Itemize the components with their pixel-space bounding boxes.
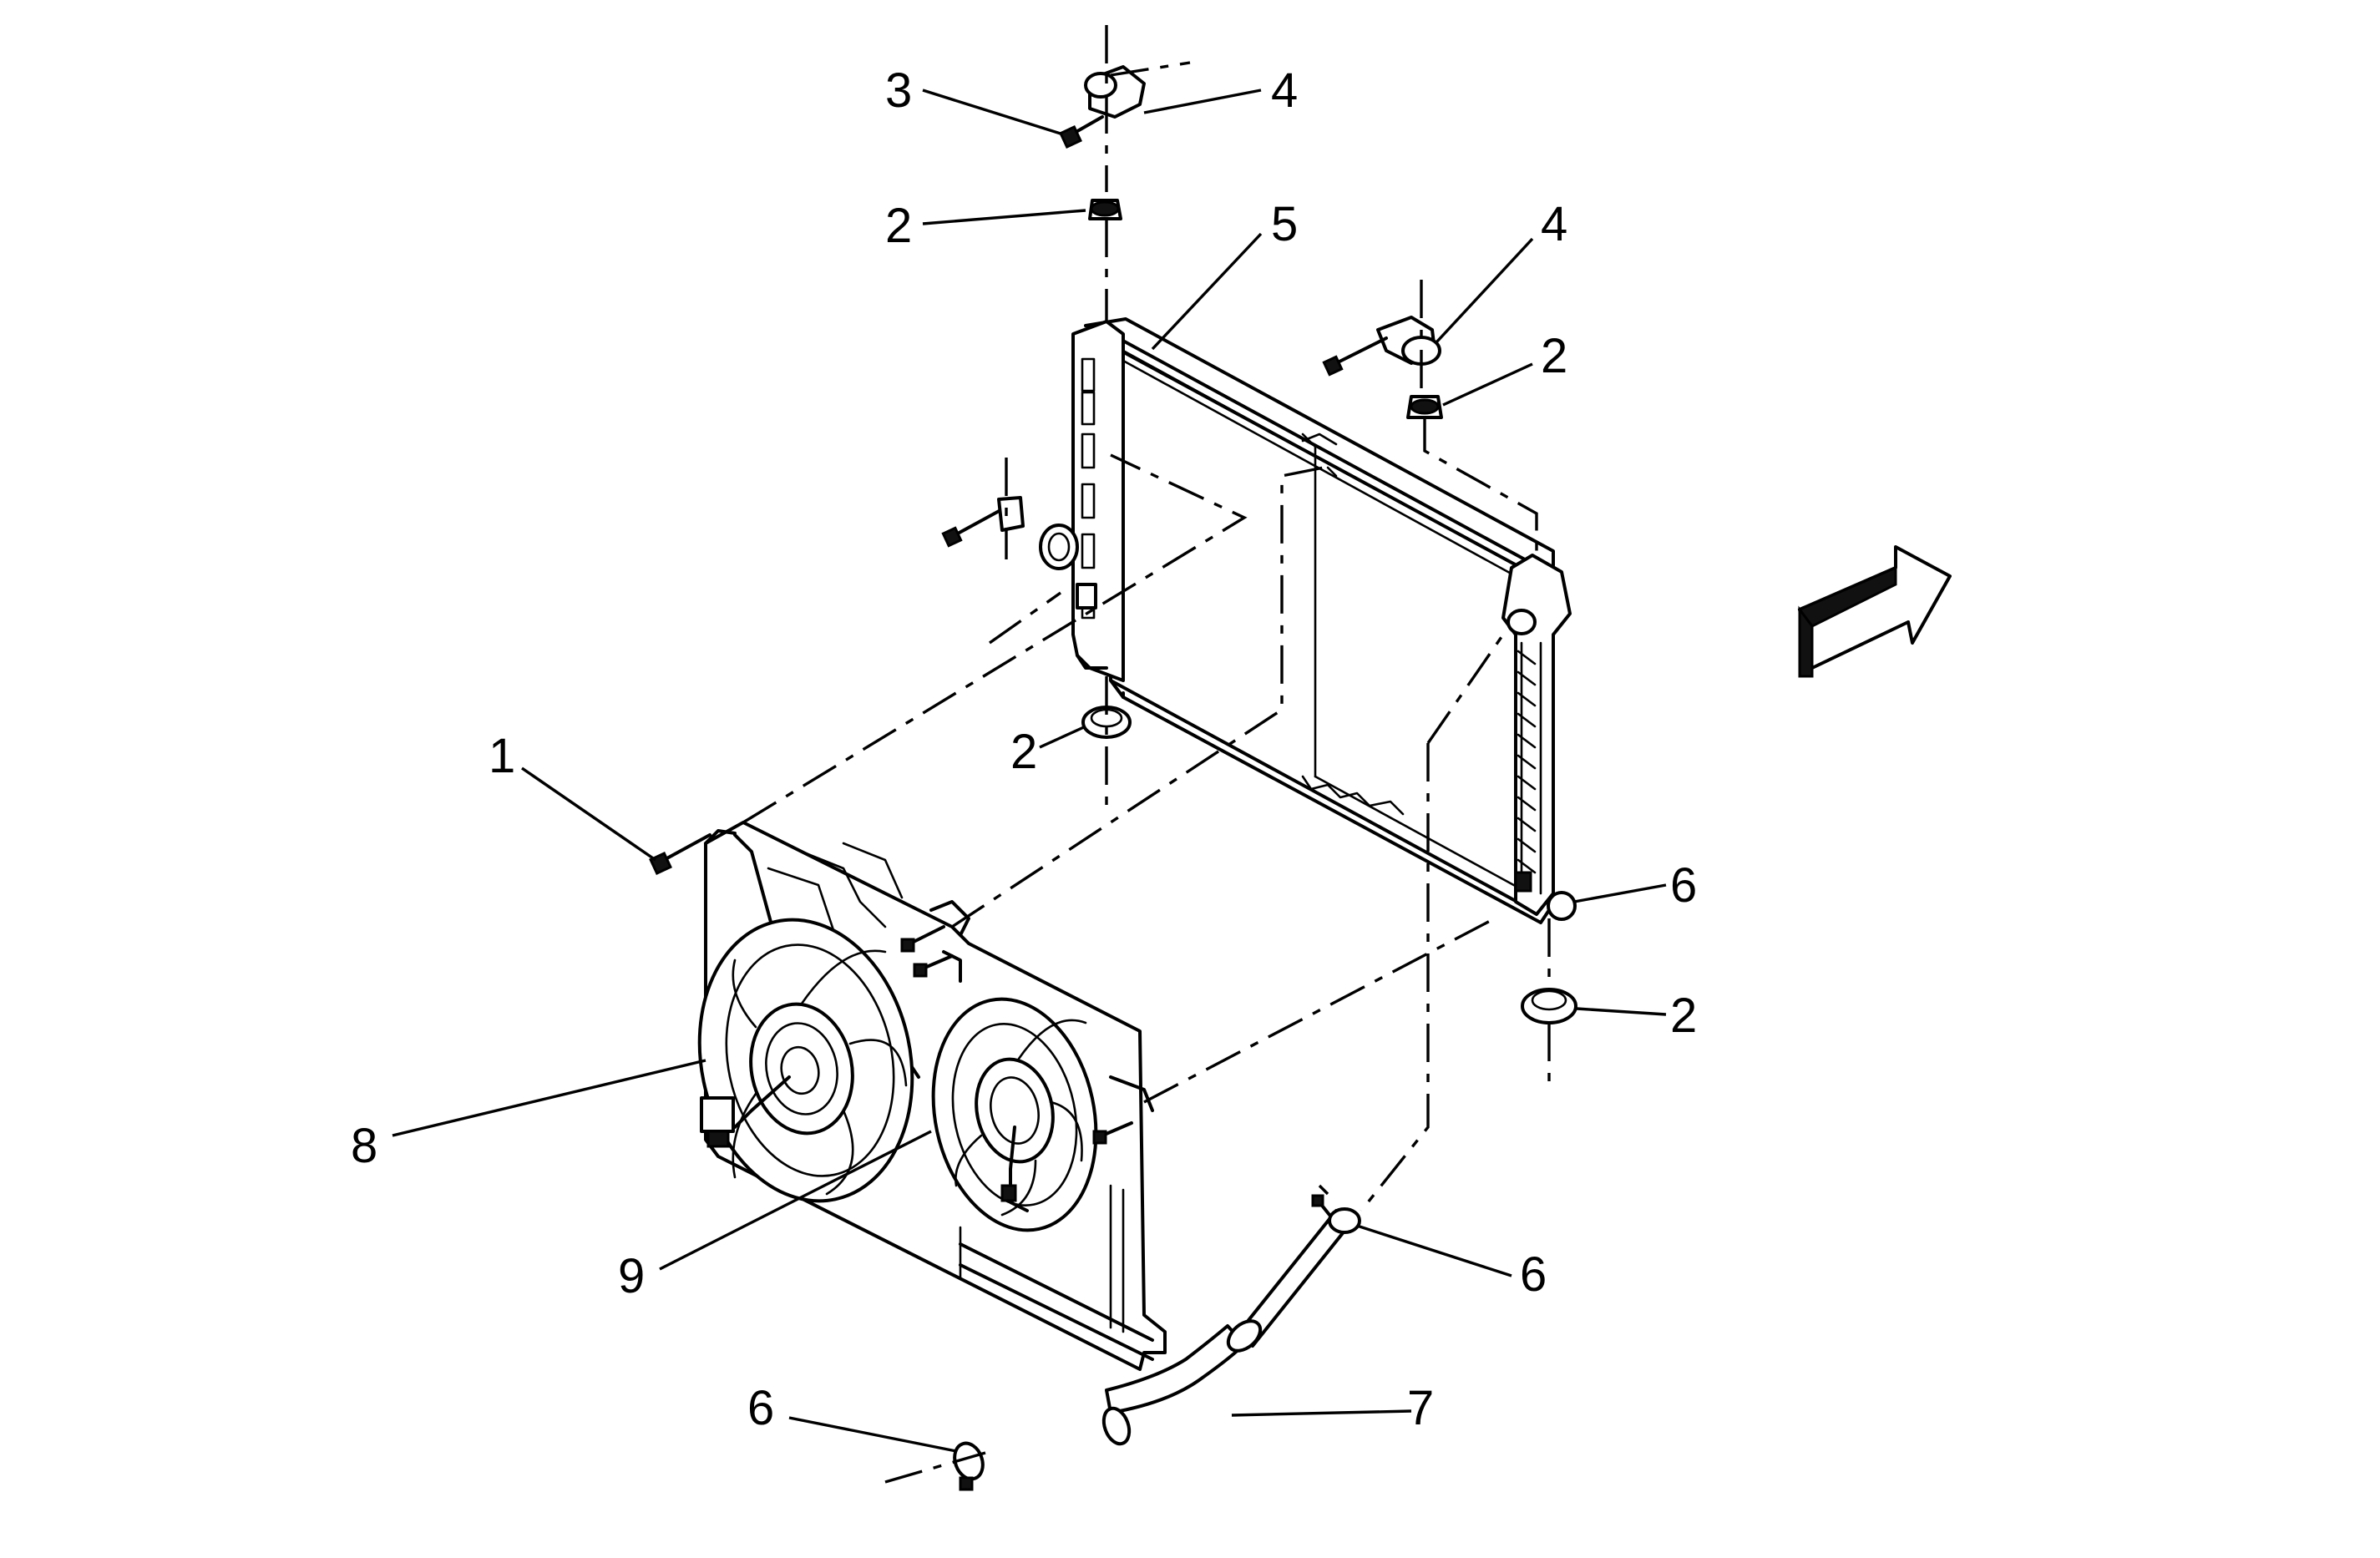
callout-8: 8 xyxy=(351,1119,377,1173)
callout-3: 3 xyxy=(885,63,912,118)
forward-direction-arrow xyxy=(1797,545,1952,678)
callout-4-right: 4 xyxy=(1541,197,1567,251)
callout-6-hose: 6 xyxy=(1520,1247,1547,1302)
leader-lines xyxy=(392,89,1667,1453)
fan-shroud-assembly xyxy=(697,821,1167,1371)
callout-7: 7 xyxy=(1407,1381,1434,1435)
callout-6-lower-left: 6 xyxy=(747,1381,774,1435)
callout-6-right-tank: 6 xyxy=(1670,858,1697,913)
radiator xyxy=(1039,317,1575,924)
callout-2-lower-left: 2 xyxy=(1010,725,1037,779)
callout-4-top: 4 xyxy=(1271,63,1298,118)
callout-2-upper-right: 2 xyxy=(1541,329,1567,383)
callout-2-lower-right: 2 xyxy=(1670,989,1697,1043)
hardware xyxy=(649,65,1952,1491)
bolt-3 xyxy=(1059,115,1104,149)
callout-labels: 1 2 2 2 2 3 4 4 5 6 6 6 7 8 9 xyxy=(351,63,1697,1435)
right-tank-fins xyxy=(1517,650,1537,874)
radiator-hose xyxy=(1101,1209,1350,1446)
callout-1: 1 xyxy=(489,729,515,783)
alignment-lines xyxy=(742,25,1551,1484)
bolt-1 xyxy=(649,833,711,875)
callout-2-top: 2 xyxy=(885,199,912,253)
callout-5: 5 xyxy=(1271,197,1298,251)
callout-9: 9 xyxy=(618,1249,645,1303)
